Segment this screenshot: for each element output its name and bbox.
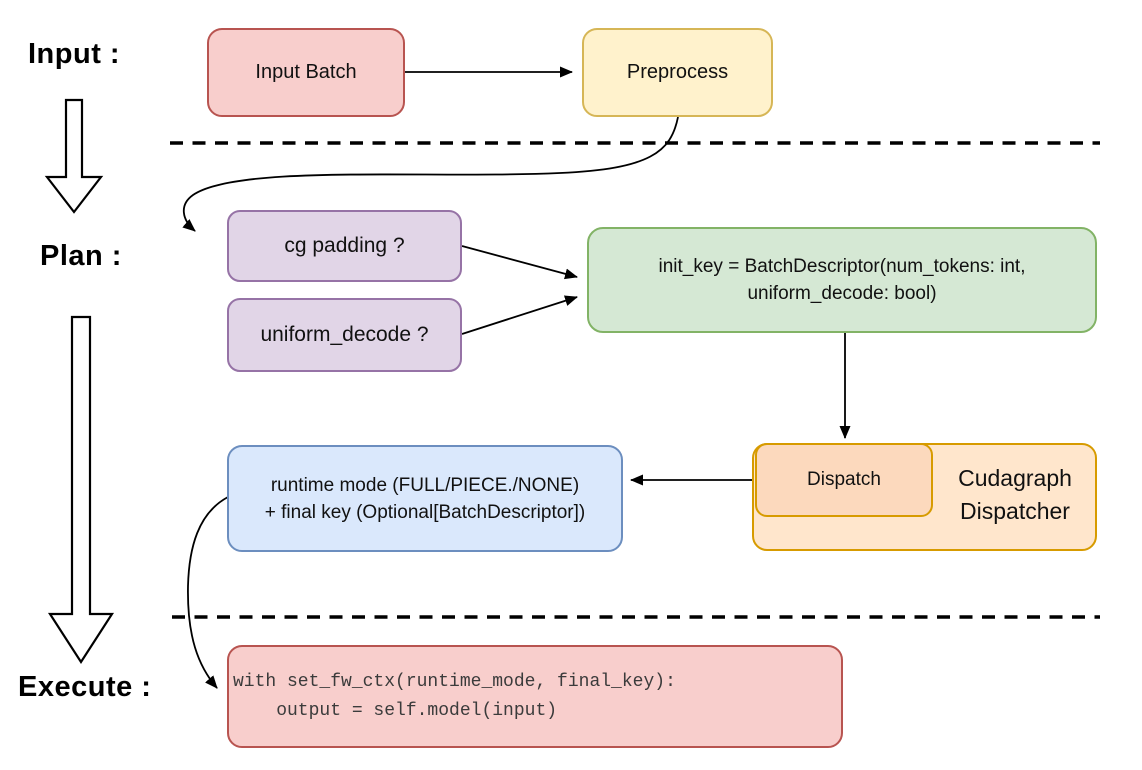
- plan-to-execute-arrow: [47, 315, 115, 665]
- node-input-batch-label: Input Batch: [255, 61, 357, 83]
- connector-uniformdecode-to-initkey: [461, 295, 578, 335]
- node-input-batch: Input Batch: [207, 28, 405, 117]
- cudagraph-label-line2: Dispatcher: [960, 498, 1070, 524]
- node-runtime-result: runtime mode (FULL/PIECE./NONE) + final …: [227, 445, 623, 552]
- input-to-plan-arrow: [44, 98, 104, 214]
- node-dispatch-label: Dispatch: [807, 469, 881, 490]
- node-uniform-decode-label: uniform_decode ?: [260, 323, 429, 346]
- code-line1: with set_fw_ctx(runtime_mode, final_key)…: [233, 671, 676, 692]
- node-cudagraph-dispatcher-label: Cudagraph Dispatcher: [930, 462, 1100, 528]
- node-init-key: init_key = BatchDescriptor(num_tokens: i…: [587, 227, 1097, 333]
- node-cg-padding-label: cg padding ?: [284, 234, 405, 257]
- section-label-input: Input :: [28, 38, 121, 70]
- node-runtime-line2: + final key (Optional[BatchDescriptor]): [264, 501, 586, 523]
- node-init-key-line2: uniform_decode: bool): [747, 283, 937, 304]
- section-label-execute: Execute :: [18, 671, 152, 703]
- node-preprocess: Preprocess: [582, 28, 773, 117]
- node-execute-code: with set_fw_ctx(runtime_mode, final_key)…: [227, 645, 843, 748]
- node-preprocess-label: Preprocess: [626, 61, 729, 83]
- node-uniform-decode: uniform_decode ?: [227, 298, 462, 372]
- node-runtime-line1: runtime mode (FULL/PIECE./NONE): [270, 474, 580, 496]
- code-line2: output = self.model(input): [233, 700, 558, 721]
- connector-cgpadding-to-initkey: [461, 245, 578, 280]
- node-dispatch: Dispatch: [755, 443, 933, 517]
- node-cg-padding: cg padding ?: [227, 210, 462, 282]
- node-init-key-line1: init_key = BatchDescriptor(num_tokens: i…: [658, 256, 1026, 277]
- connector-runtime-to-code: [187, 496, 229, 689]
- section-label-plan: Plan :: [40, 240, 122, 272]
- cudagraph-label-line1: Cudagraph: [958, 465, 1072, 491]
